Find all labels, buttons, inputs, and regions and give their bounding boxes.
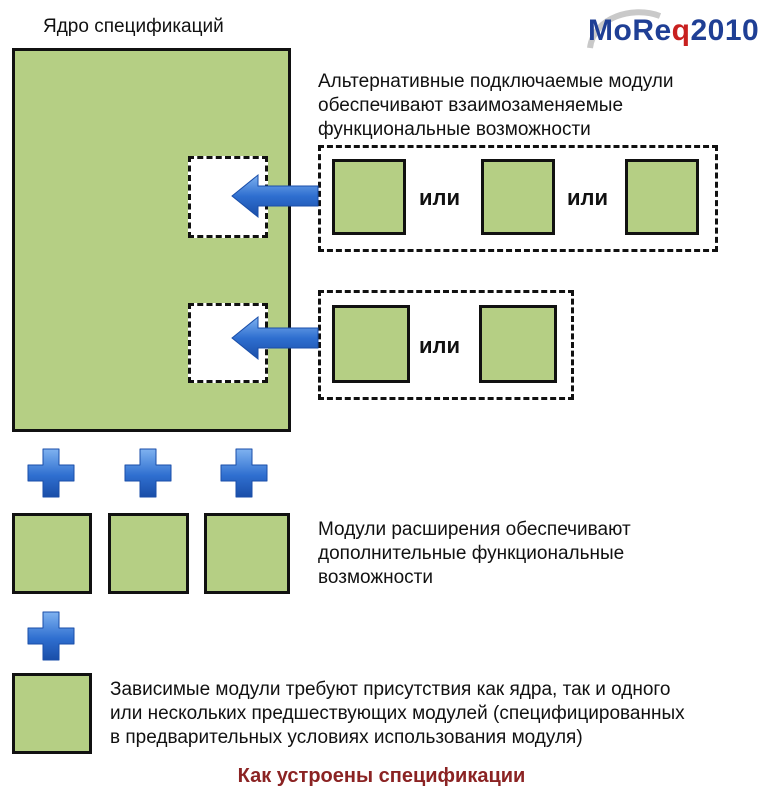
alternatives-caption-line-2: обеспечивают взаимозаменяемые: [318, 95, 624, 116]
plus-icon: [27, 448, 75, 498]
arrow-left-icon: [231, 315, 319, 361]
alternatives-caption-line-3: функциональные возможности: [318, 119, 591, 140]
or-label: или: [567, 185, 609, 210]
or-label: или: [419, 185, 461, 210]
alternatives-caption: Альтернативные подключаемые модули обесп…: [318, 70, 674, 142]
logo-swoosh-icon: [587, 9, 662, 49]
or-label: или: [419, 333, 461, 358]
extensions-caption-line-3: возможности: [318, 567, 433, 588]
extension-module-3: [204, 513, 290, 594]
plus-icon: [27, 611, 75, 661]
alt-module-1b: [481, 159, 555, 235]
moreq-logo: MoReq2010: [587, 9, 760, 49]
alt-module-2a: [332, 305, 410, 383]
alt-module-2b: [479, 305, 557, 383]
alternatives-group-2: [318, 290, 574, 400]
plus-icon: [220, 448, 268, 498]
plus-icon: [124, 448, 172, 498]
dependent-caption: Зависимые модули требуют присутствия как…: [110, 678, 685, 750]
extensions-caption: Модули расширения обеспечивают дополните…: [318, 518, 631, 590]
alternatives-caption-line-1: Альтернативные подключаемые модули: [318, 71, 674, 92]
figure-caption: Как устроены спецификации: [237, 765, 526, 787]
core-label: Ядро спецификаций: [43, 16, 224, 37]
extension-module-1: [12, 513, 92, 594]
dependent-caption-line-1: Зависимые модули требуют присутствия как…: [110, 679, 671, 700]
alt-module-1c: [625, 159, 699, 235]
extensions-caption-line-2: дополнительные функциональные: [318, 543, 625, 564]
logo-text-2: q: [671, 14, 691, 47]
dependent-caption-line-2: или нескольких предшествующих модулей (с…: [110, 703, 685, 724]
dependent-caption-line-3: в предварительных условиях использования…: [110, 727, 583, 748]
logo-text-3: 2010: [690, 14, 760, 47]
arrow-left-icon: [231, 173, 319, 219]
extension-module-2: [108, 513, 189, 594]
extensions-caption-line-1: Модули расширения обеспечивают: [318, 519, 631, 540]
alt-module-1a: [332, 159, 406, 235]
logo-text-1: MoRe: [588, 14, 672, 47]
alternatives-group-1: [318, 145, 718, 252]
dependent-module: [12, 673, 92, 754]
